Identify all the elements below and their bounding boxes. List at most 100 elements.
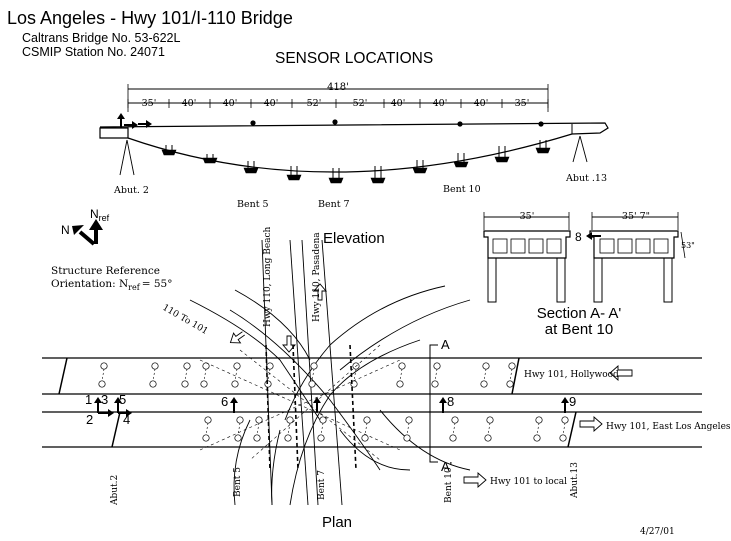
column-circle xyxy=(100,362,108,370)
ramp-curve xyxy=(229,309,381,471)
column-circle xyxy=(151,362,159,370)
bent-line-dashed xyxy=(205,422,209,436)
hwy110-road-edge xyxy=(289,239,309,506)
sensor-locations-heading: SENSOR LOCATIONS xyxy=(275,50,434,67)
deck-top-line xyxy=(99,122,609,135)
bent-line-dashed xyxy=(509,368,513,382)
pier-footing xyxy=(412,167,428,174)
column-circle xyxy=(181,380,189,388)
section-a-a: 35' 35' 7" 8 xyxy=(483,211,695,338)
hwy101-hollywood-label: Hwy 101, Hollywood xyxy=(524,370,619,380)
bent-line-dashed xyxy=(184,368,188,382)
north-arrow-group: N Nref Structure Reference Orientation: … xyxy=(51,207,172,292)
sensor-number-8: 8 xyxy=(447,394,454,409)
column-circle xyxy=(403,434,411,442)
sensor-number-1: 1 xyxy=(85,392,92,407)
ramp-curve xyxy=(339,429,411,471)
bent-line-dashed xyxy=(320,422,324,436)
plan-abut13-label: Abut.13 xyxy=(570,462,580,499)
elevation-view: 418' 35' 40' 40' 40' 52' 52' 40' 40' 40'… xyxy=(99,82,609,247)
ramp-curve xyxy=(379,409,471,471)
span-label-3: 40' xyxy=(223,98,238,109)
column-circle xyxy=(202,362,210,370)
column-circle xyxy=(361,434,369,442)
column-circle xyxy=(480,380,488,388)
bent-line-dashed xyxy=(562,422,566,436)
column-circle xyxy=(433,362,441,370)
left-column xyxy=(556,257,566,303)
arrow-head xyxy=(117,113,125,119)
column-circle xyxy=(253,434,261,442)
elevation-label: Elevation xyxy=(323,230,385,247)
plan-sensors: 1 3 5 2 4 6 8 9 xyxy=(85,392,576,427)
span-label-4: 40' xyxy=(264,98,279,109)
plan-column-grid xyxy=(98,344,569,471)
sensor-number-3: 3 xyxy=(101,392,108,407)
bent-line-dashed xyxy=(203,368,207,382)
bent-line-dashed xyxy=(353,368,357,382)
deck-sensor-dot xyxy=(457,121,463,127)
pier-columns xyxy=(161,140,551,184)
pier-footing xyxy=(202,157,218,164)
local-direction-arrow-icon xyxy=(463,472,487,488)
column-circle xyxy=(398,362,406,370)
deck-sensor-dot xyxy=(538,121,544,127)
bent-line-dashed xyxy=(267,368,271,382)
column-circle xyxy=(231,380,239,388)
span-label-6: 52' xyxy=(353,98,368,109)
pier-footing xyxy=(161,149,177,156)
structure-reference-line1: Structure Reference xyxy=(51,265,160,277)
ramp-curve xyxy=(189,299,321,421)
section-title: Section A- A' xyxy=(537,305,622,322)
span-label-5: 52' xyxy=(307,98,322,109)
span-label-9: 40' xyxy=(474,98,489,109)
arrow-head xyxy=(439,397,447,403)
column-circle xyxy=(233,362,241,370)
hollywood-direction-arrow-icon xyxy=(609,365,633,381)
ramp-curve xyxy=(339,299,471,371)
nref-arrow-head xyxy=(89,219,103,230)
column-circle xyxy=(319,416,327,424)
east-la-direction-arrow-icon xyxy=(579,416,603,432)
hwy110-long-beach-label: Hwy 110, Long Beach xyxy=(263,226,273,327)
caltrans-bridge-number: Caltrans Bridge No. 53-622L xyxy=(22,31,181,45)
north-arrow-head xyxy=(72,225,84,235)
abutment-2-pile xyxy=(119,139,128,176)
to-101-direction-arrow-icon xyxy=(229,331,245,344)
column-circle xyxy=(506,380,514,388)
column-circle xyxy=(363,416,371,424)
column-circle xyxy=(482,362,490,370)
arrow-head xyxy=(146,120,152,128)
bent-line-dashed xyxy=(237,422,241,436)
abutment-2-pile xyxy=(126,139,135,176)
section-left-dimension: 35' xyxy=(520,211,535,222)
arrow-head xyxy=(114,397,122,403)
column-circle xyxy=(317,434,325,442)
abutment-13-north-line xyxy=(511,357,520,395)
arrow-head xyxy=(586,232,592,240)
plan-view: A A' Hwy 110, Long Beach Hwy 110, Pasade… xyxy=(42,226,731,531)
pier-footing xyxy=(453,161,469,168)
elevation-bent5-label: Bent 5 xyxy=(237,199,269,210)
bent-line-dashed xyxy=(152,368,156,382)
depth-dimension-line xyxy=(680,231,686,259)
hwy110-pasadena-label: Hwy 110, Pasadena xyxy=(312,232,322,322)
structure-reference-line2: Orientation: Nref= 55° xyxy=(51,278,172,292)
north-arrow-icon xyxy=(78,230,96,246)
elevation-bent10-label: Bent 10 xyxy=(443,184,481,195)
plan-bent10-label: Bent 10 xyxy=(444,467,454,503)
bent-line-dashed xyxy=(256,422,260,436)
bent-line-dashed xyxy=(483,368,487,382)
column-circle xyxy=(508,362,516,370)
column-circle xyxy=(149,380,157,388)
arrow-head xyxy=(313,397,321,403)
column-circle xyxy=(264,380,272,388)
long-beach-direction-arrow-icon xyxy=(282,335,296,353)
right-column xyxy=(593,257,603,303)
bent-line-dashed xyxy=(536,422,540,436)
plan-label: Plan xyxy=(322,514,352,531)
girder-cell xyxy=(492,238,508,254)
girder-cell xyxy=(510,238,526,254)
arrow-head xyxy=(108,409,114,417)
hwy110-road-edge xyxy=(321,239,343,506)
